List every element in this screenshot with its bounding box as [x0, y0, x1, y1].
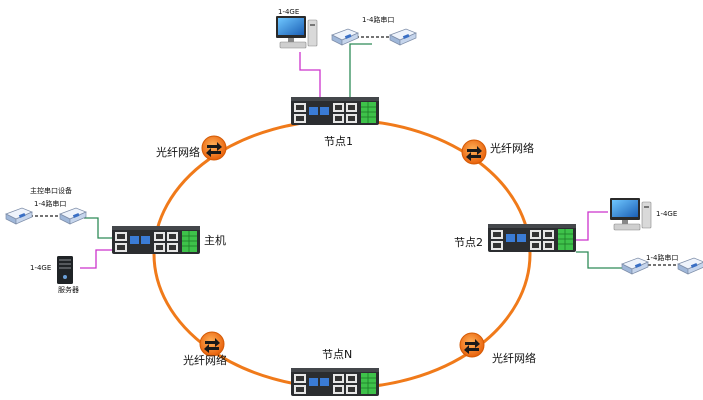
fiber-icon-bottom-right — [459, 332, 485, 358]
node2-converter-right-icon — [677, 257, 703, 275]
fiber-label-bottom-right: 光纤网络 — [492, 351, 536, 365]
node2-ethernet-line — [576, 211, 608, 241]
fiber-icon-top-right — [461, 139, 487, 165]
nodeN-switch-icon — [290, 367, 380, 397]
node2-switch-icon — [487, 223, 577, 253]
node1-ge-label: 1-4GE — [278, 8, 299, 16]
node1-pc-icon — [275, 15, 318, 49]
node2-pc-icon — [609, 197, 652, 231]
node2-serial-line — [576, 251, 622, 269]
fiber-label-top-left: 光纤网络 — [156, 145, 200, 159]
fiber-label-bottom-left: 光纤网络 — [183, 353, 227, 367]
node1-converter-left-icon — [331, 28, 359, 46]
master-serial-line — [84, 217, 114, 239]
fiber-icon-top-left — [201, 135, 227, 161]
master-ethernet-line — [80, 249, 114, 269]
node1-ethernet-line — [299, 52, 321, 100]
master-serial-label: 1-4路串口 — [34, 199, 66, 208]
node1-serial-line — [349, 43, 372, 100]
nodeN-label: 节点N — [322, 348, 352, 361]
master-converter-left-icon — [5, 207, 33, 225]
node1-serial-label: 1-4路串口 — [362, 15, 394, 24]
node2-converter-left-icon — [621, 257, 649, 275]
master-converter-right-icon — [59, 207, 87, 225]
node1-switch-icon — [290, 96, 380, 126]
master-label: 主机 — [204, 233, 226, 247]
node1-label: 节点1 — [324, 135, 353, 148]
fiber-label-top-right: 光纤网络 — [490, 141, 534, 155]
master-switch-icon — [111, 225, 201, 255]
node1-converter-right-icon — [389, 28, 417, 46]
node2-serial-label: 1-4路串口 — [646, 253, 678, 262]
server-label: 服务器 — [58, 285, 79, 294]
node2-label: 节点2 — [454, 236, 483, 249]
master-serial-device-label: 主控串口设备 — [30, 186, 72, 195]
master-server-icon — [57, 256, 73, 284]
node2-ge-label: 1-4GE — [656, 210, 677, 218]
fiber-icon-bottom-left — [199, 331, 225, 357]
master-ge-label: 1-4GE — [30, 264, 51, 272]
